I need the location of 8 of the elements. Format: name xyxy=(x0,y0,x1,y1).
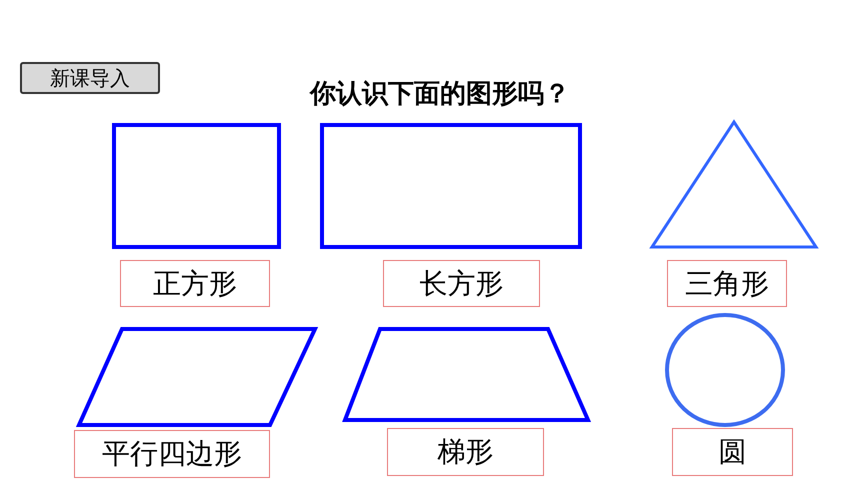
shape-name-label: 平行四边形 xyxy=(74,430,270,478)
shape-name-label: 正方形 xyxy=(120,260,270,307)
shape-name-label: 圆 xyxy=(672,428,793,476)
shape-name-label: 梯形 xyxy=(387,428,544,476)
shape-name-label: 长方形 xyxy=(383,260,540,307)
shape-name-label: 三角形 xyxy=(667,260,787,307)
slide-title: 你认识下面的图形吗？ xyxy=(308,78,571,111)
section-tag: 新课导入 xyxy=(20,62,160,94)
